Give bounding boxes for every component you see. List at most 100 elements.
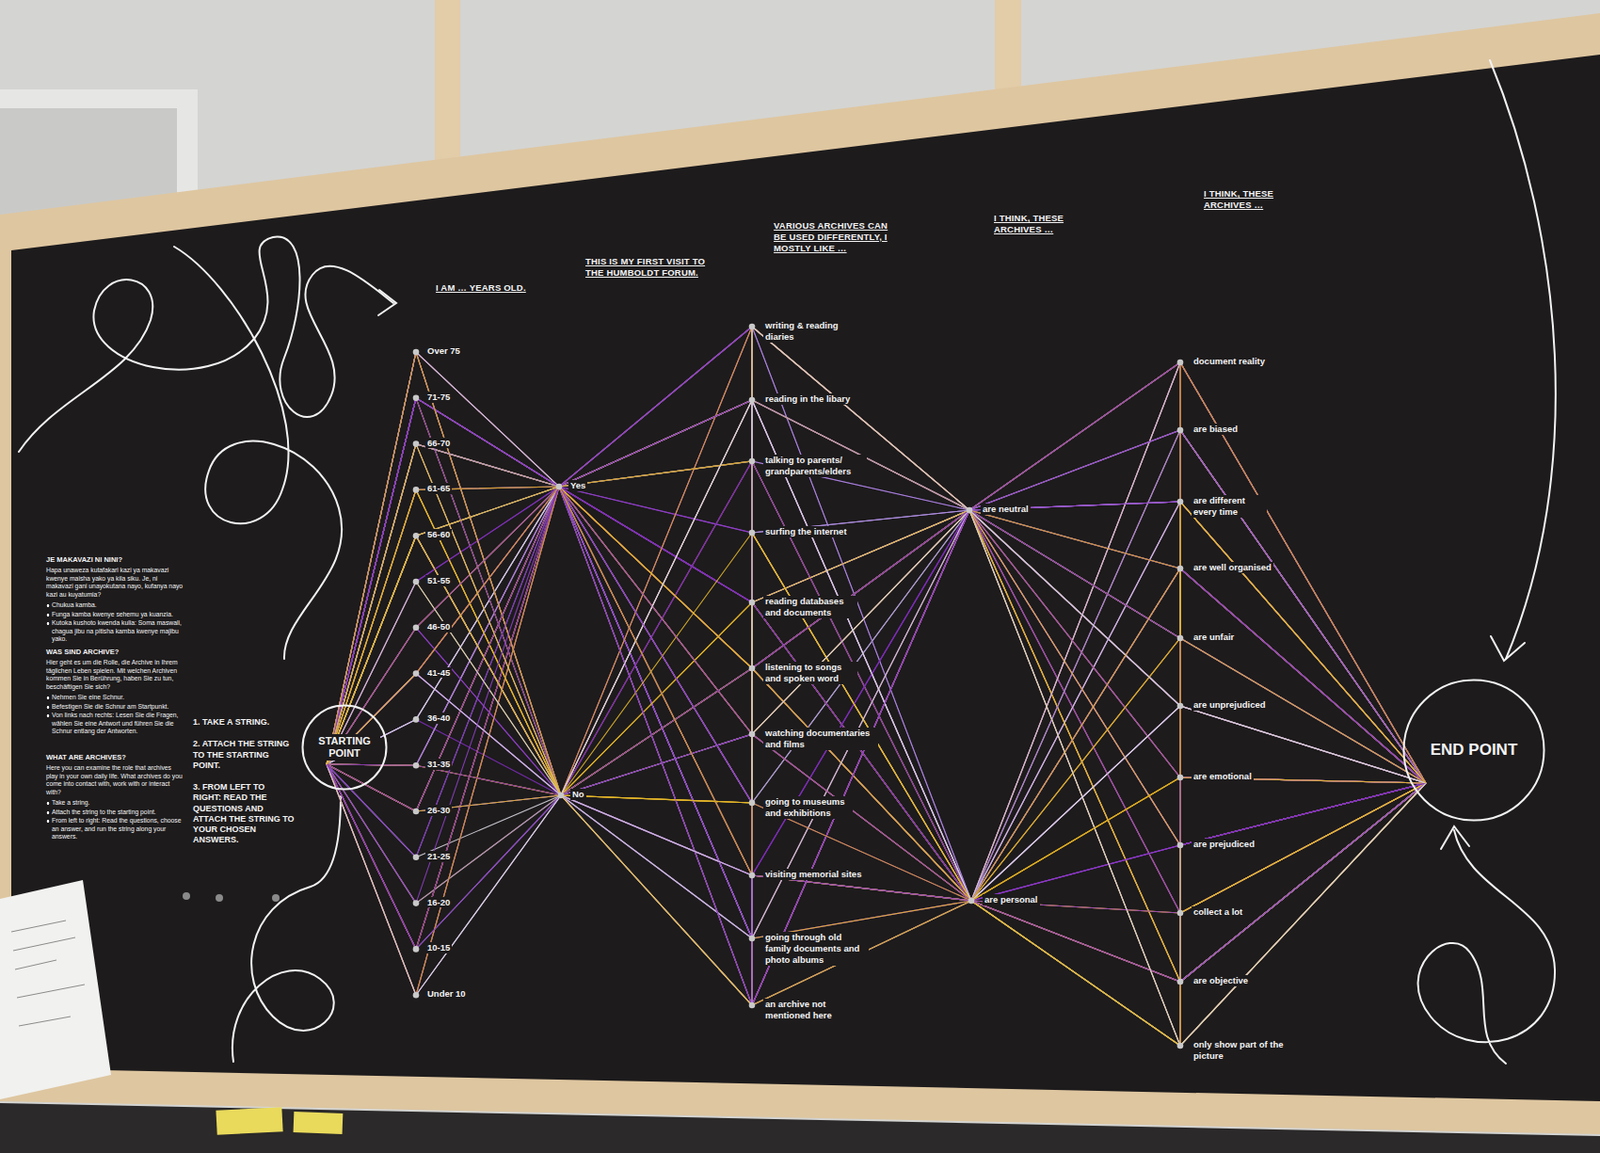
sticky-note — [293, 1111, 344, 1135]
string — [326, 486, 1426, 1006]
string — [326, 326, 1426, 913]
answer-label: going through old family documents and p… — [763, 931, 869, 966]
pin — [413, 395, 420, 402]
pin — [413, 532, 420, 540]
string — [326, 486, 1426, 982]
string — [326, 352, 1426, 901]
answer-label: 10-15 — [425, 942, 452, 954]
pin — [749, 665, 756, 672]
pin — [1177, 910, 1184, 917]
answer-label: listening to songs and spoken word — [763, 661, 858, 685]
pin — [1177, 978, 1184, 986]
text-group: JE MAKAVAZI NI NINI? Hapa unaweza kutafak… — [44, 555, 186, 645]
pin — [558, 792, 565, 800]
string — [326, 398, 1426, 1006]
answer-label: are unprejudiced — [1191, 699, 1268, 711]
string — [326, 362, 1426, 901]
pin — [413, 945, 420, 953]
pin — [749, 800, 756, 807]
answer-label: No — [570, 788, 587, 800]
string — [326, 510, 1426, 846]
pin — [413, 992, 420, 999]
pin — [749, 935, 756, 943]
pin — [749, 458, 756, 465]
end-circle: END POINT — [1402, 678, 1546, 822]
sticky-note — [215, 1106, 283, 1136]
pin — [413, 716, 420, 723]
answer-label: surfing the internet — [763, 526, 849, 538]
string — [326, 486, 1426, 995]
pin — [413, 854, 420, 862]
paper-line — [16, 984, 85, 998]
string — [326, 501, 1426, 904]
string — [326, 400, 1426, 939]
string — [326, 400, 1426, 982]
string — [326, 430, 1426, 1006]
pin — [413, 349, 420, 356]
answer-label: 46-50 — [425, 621, 452, 633]
string — [326, 352, 1426, 901]
string — [326, 461, 1426, 1046]
string — [326, 461, 1426, 1046]
answer-label: talking to parents/ grandparents/elders — [763, 454, 867, 478]
panel-heading: WAS SIND ARCHIVE? — [44, 647, 186, 656]
answer-label: are unfair — [1191, 631, 1236, 643]
string — [326, 326, 1426, 982]
string — [326, 430, 1426, 901]
node-texts: END POINT — [1427, 739, 1521, 761]
string — [326, 532, 1426, 901]
string — [326, 400, 1426, 982]
string — [326, 400, 1426, 939]
node-label: STARTING POINT — [308, 734, 381, 760]
string — [326, 489, 1426, 1006]
answer-label: collect a lot — [1191, 906, 1245, 918]
panel-text: Here you can examine the role that archi… — [44, 764, 186, 797]
string — [326, 362, 1426, 939]
arrow-head — [1490, 636, 1525, 661]
string — [326, 400, 1426, 982]
string — [326, 486, 1426, 995]
question-heading: VARIOUS ARCHIVES CAN BE USED DIFFERENTLY… — [771, 220, 896, 255]
string — [326, 400, 1426, 901]
string — [326, 362, 1426, 1006]
pin — [413, 762, 420, 769]
instruction-step: 3. FROM LEFT TO RIGHT: READ THE QUESTION… — [191, 782, 297, 847]
pin — [1177, 703, 1184, 710]
pin — [749, 872, 756, 880]
string — [326, 362, 1426, 901]
panel-text: Hapa unaweza kutafakari kazi ya makavazi… — [44, 566, 186, 599]
question-heading: I THINK, THESE ARCHIVES … — [1201, 188, 1292, 211]
paper-sheet — [0, 880, 112, 1100]
answer-label: are well organised — [1191, 561, 1274, 574]
pin — [968, 897, 976, 905]
pin — [966, 507, 974, 514]
pin — [1177, 635, 1184, 642]
pin — [1177, 774, 1184, 782]
string — [326, 501, 1426, 939]
pin — [1177, 427, 1184, 434]
string — [326, 501, 1426, 1006]
string — [326, 398, 1426, 876]
string — [326, 352, 1426, 1046]
pin — [413, 578, 420, 586]
string — [326, 326, 1426, 995]
answer-label: 56-60 — [425, 528, 452, 541]
answer-label: 31-35 — [425, 758, 452, 770]
peg — [182, 892, 191, 900]
pin — [1177, 565, 1184, 573]
doodle-line — [174, 246, 342, 659]
string — [326, 486, 1426, 982]
string — [326, 486, 1426, 995]
string — [326, 362, 1426, 1046]
answer-label: are emotional — [1191, 770, 1254, 783]
string — [326, 486, 1426, 982]
string — [326, 430, 1426, 1006]
string — [326, 400, 1426, 995]
answer-label: 66-70 — [425, 437, 452, 449]
panel-heading: JE MAKAVAZI NI NINI? — [44, 555, 186, 564]
string — [326, 326, 1426, 784]
string — [326, 400, 1426, 901]
pin — [749, 397, 756, 404]
